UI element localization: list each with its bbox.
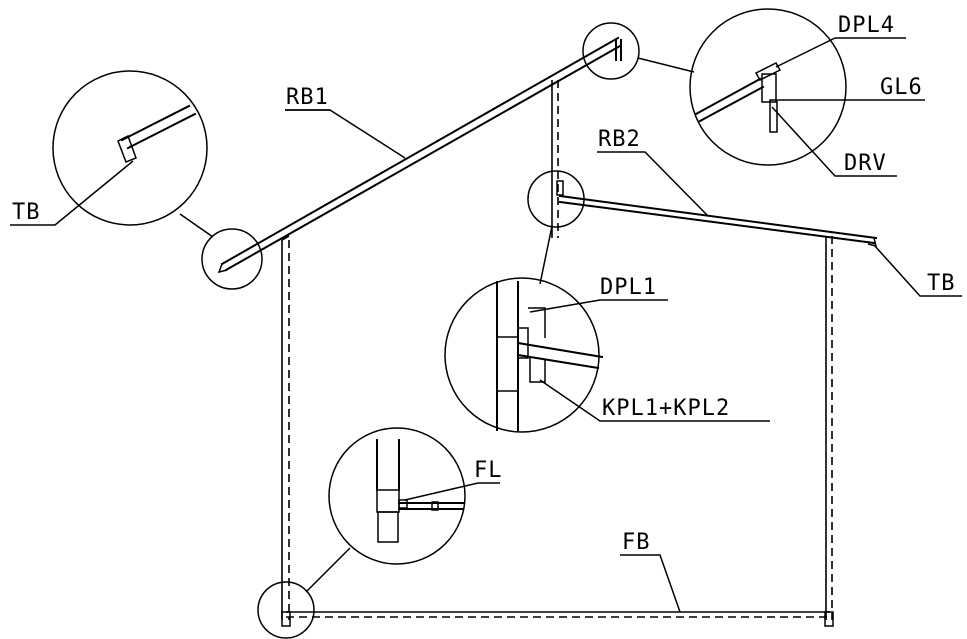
left-wall bbox=[281, 235, 291, 627]
label-dpl1: DPL1 bbox=[600, 275, 657, 300]
callout-circle-roof-left bbox=[201, 228, 263, 290]
roof-beam-rb2 bbox=[556, 180, 878, 248]
label-kpl: KPL1+KPL2 bbox=[602, 396, 730, 421]
label-dpl4: DPL4 bbox=[838, 13, 895, 38]
detail-floor-corner bbox=[328, 427, 466, 565]
callout-circle-rb2-junction bbox=[527, 170, 585, 228]
label-tb-left: TB bbox=[12, 200, 41, 225]
callout-markers bbox=[201, 22, 640, 639]
label-gl6: GL6 bbox=[880, 75, 923, 100]
roof-beam-rb1 bbox=[217, 36, 622, 274]
label-rb1: RB1 bbox=[286, 85, 329, 110]
floor-beam bbox=[286, 611, 830, 618]
label-fb: FB bbox=[622, 530, 651, 555]
label-tb-right: TB bbox=[927, 271, 956, 296]
label-fl: FL bbox=[474, 458, 503, 483]
right-wall bbox=[824, 236, 834, 627]
label-rb2: RB2 bbox=[598, 127, 641, 152]
detail-tb-left bbox=[52, 70, 208, 226]
middle-wall bbox=[551, 80, 559, 238]
detail-rb2-junction bbox=[444, 277, 604, 433]
labels: RB1 TB DPL4 GL6 DRV RB2 TB DPL1 KPL1+KPL… bbox=[12, 13, 956, 555]
structure bbox=[217, 36, 878, 627]
callout-circle-roof-top bbox=[582, 22, 640, 80]
callout-connectors bbox=[179, 57, 695, 593]
callout-circle-floor-corner bbox=[257, 581, 315, 639]
detail-roof-top bbox=[689, 8, 847, 166]
label-drv: DRV bbox=[844, 151, 887, 176]
